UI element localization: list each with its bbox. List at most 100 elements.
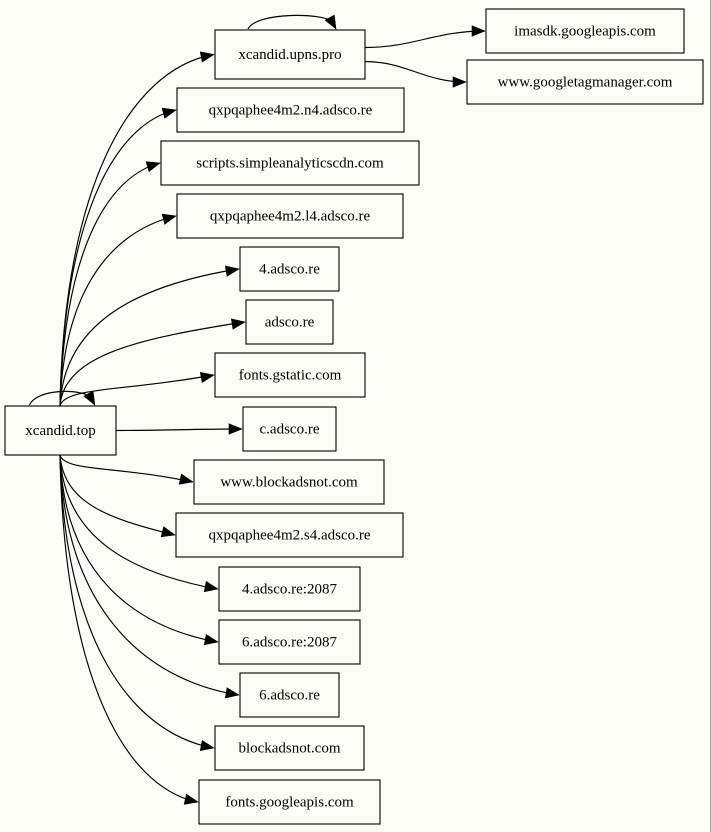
node-box[interactable] xyxy=(214,352,366,398)
node-box[interactable] xyxy=(245,299,334,345)
node-label: qxpqaphee4m2.n4.adsco.re xyxy=(209,102,373,118)
node-box[interactable] xyxy=(242,406,337,452)
graph-edge-upns-to-gtm xyxy=(364,60,467,88)
graph-node-six[interactable]: 6.adsco.re xyxy=(239,672,340,718)
node-box[interactable] xyxy=(466,59,704,105)
edge-arrowhead xyxy=(199,51,215,63)
graph-edge-root-to-gstatic xyxy=(59,371,215,407)
graph-edge-root-to-adsco xyxy=(59,318,246,407)
graph-node-s4[interactable]: qxpqaphee4m2.s4.adsco.re xyxy=(175,512,404,558)
graph-edge-root-to-simpleanaly xyxy=(59,161,161,407)
node-label: imasdk.googleapis.com xyxy=(514,23,656,39)
graph-node-four[interactable]: 4.adsco.re xyxy=(239,246,340,292)
edge-arrowhead xyxy=(183,793,199,805)
node-label: 4.adsco.re xyxy=(259,261,320,277)
edge-line xyxy=(59,374,214,407)
edge-line xyxy=(59,215,176,407)
node-label: 6.adsco.re:2087 xyxy=(242,634,337,650)
edge-arrowhead xyxy=(199,371,215,384)
graph-edge-root-to-four xyxy=(59,265,240,407)
edge-arrowhead xyxy=(324,14,337,30)
node-box[interactable] xyxy=(198,779,381,825)
node-label: qxpqaphee4m2.l4.adsco.re xyxy=(210,208,371,224)
graph-node-root[interactable]: xcandid.top xyxy=(4,405,117,456)
node-label: c.adsco.re xyxy=(260,421,320,437)
edge-arrowhead xyxy=(224,687,240,699)
node-label: xcandid.upns.pro xyxy=(238,47,341,63)
node-label: blockadsnot.com xyxy=(238,740,340,756)
graph-edge-root-to-l4 xyxy=(59,213,177,407)
graph-edge-root-to-wblock xyxy=(59,454,194,485)
graph-edge-root-to-cadsco xyxy=(115,423,243,435)
graph-node-l4[interactable]: qxpqaphee4m2.l4.adsco.re xyxy=(176,193,404,239)
node-box[interactable] xyxy=(218,619,361,665)
graph-edge-root-to-gapis xyxy=(59,454,199,805)
node-label: www.blockadsnot.com xyxy=(220,474,358,490)
graph-node-cadsco[interactable]: c.adsco.re xyxy=(242,406,337,452)
graph-node-six2087[interactable]: 6.adsco.re:2087 xyxy=(218,619,361,665)
node-box[interactable] xyxy=(239,246,340,292)
edge-arrowhead xyxy=(203,634,219,646)
edge-arrowhead xyxy=(83,390,96,406)
graph-edge-root-to-n4 xyxy=(59,107,177,407)
edge-arrowhead xyxy=(452,76,467,88)
edge-line xyxy=(364,30,485,49)
edge-line xyxy=(59,454,218,643)
node-box[interactable] xyxy=(176,87,405,133)
node-box[interactable] xyxy=(214,29,366,80)
edge-arrowhead xyxy=(203,581,219,593)
nodes-layer: xcandid.top xcandid.upns.pro imasdk.google… xyxy=(4,8,704,825)
node-box[interactable] xyxy=(4,405,117,456)
edge-line xyxy=(59,321,245,407)
graph-edge-upns-to-upns xyxy=(247,14,337,30)
graph-node-gapis[interactable]: fonts.googleapis.com xyxy=(198,779,381,825)
edge-line xyxy=(364,60,466,83)
edge-line xyxy=(59,454,198,803)
node-label: fonts.gstatic.com xyxy=(239,367,342,383)
edge-arrowhead xyxy=(161,213,177,225)
edge-line xyxy=(247,14,336,30)
node-label: qxpqaphee4m2.s4.adsco.re xyxy=(208,527,370,543)
graph-edge-root-to-blockadsnot xyxy=(59,454,215,752)
node-box[interactable] xyxy=(175,512,404,558)
edge-arrowhead xyxy=(471,25,486,37)
graph-node-gtm[interactable]: www.googletagmanager.com xyxy=(466,59,704,105)
node-box[interactable] xyxy=(218,566,361,612)
node-label: 4.adsco.re:2087 xyxy=(242,581,337,597)
node-box[interactable] xyxy=(485,8,685,54)
node-label: fonts.googleapis.com xyxy=(225,794,354,810)
node-label: adsco.re xyxy=(265,314,315,330)
node-box[interactable] xyxy=(214,725,365,771)
node-box[interactable] xyxy=(193,459,385,505)
graph-node-blockadsnot[interactable]: blockadsnot.com xyxy=(214,725,365,771)
graph-node-gstatic[interactable]: fonts.gstatic.com xyxy=(214,352,366,398)
edge-line xyxy=(59,454,214,749)
node-box[interactable] xyxy=(176,193,404,239)
node-label: xcandid.top xyxy=(25,423,95,439)
edge-line xyxy=(59,454,193,483)
edge-arrowhead xyxy=(160,526,176,538)
graph-edge-root-to-six xyxy=(59,454,240,699)
graph-node-simpleanaly[interactable]: scripts.simpleanalyticscdn.com xyxy=(160,140,420,186)
graph-node-four2087[interactable]: 4.adsco.re:2087 xyxy=(218,566,361,612)
edge-arrowhead xyxy=(178,473,194,485)
graph-node-upns[interactable]: xcandid.upns.pro xyxy=(214,29,366,80)
graph-node-adsco[interactable]: adsco.re xyxy=(245,299,334,345)
node-box[interactable] xyxy=(239,672,340,718)
graph-edge-upns-to-imasdk xyxy=(364,25,486,49)
graph-edge-root-to-four2087 xyxy=(59,454,219,593)
node-label: www.googletagmanager.com xyxy=(498,74,673,90)
graph-node-wblock[interactable]: www.blockadsnot.com xyxy=(193,459,385,505)
node-box[interactable] xyxy=(160,140,420,186)
graph-edge-root-to-six2087 xyxy=(59,454,219,646)
graph-edge-root-to-root xyxy=(28,390,96,406)
edge-line xyxy=(59,268,239,407)
edge-arrowhead xyxy=(228,423,243,435)
edge-line xyxy=(59,454,175,536)
graph-node-imasdk[interactable]: imasdk.googleapis.com xyxy=(485,8,685,54)
graph-edge-root-to-s4 xyxy=(59,454,176,538)
node-label: scripts.simpleanalyticscdn.com xyxy=(196,155,384,171)
graph-node-n4[interactable]: qxpqaphee4m2.n4.adsco.re xyxy=(176,87,405,133)
